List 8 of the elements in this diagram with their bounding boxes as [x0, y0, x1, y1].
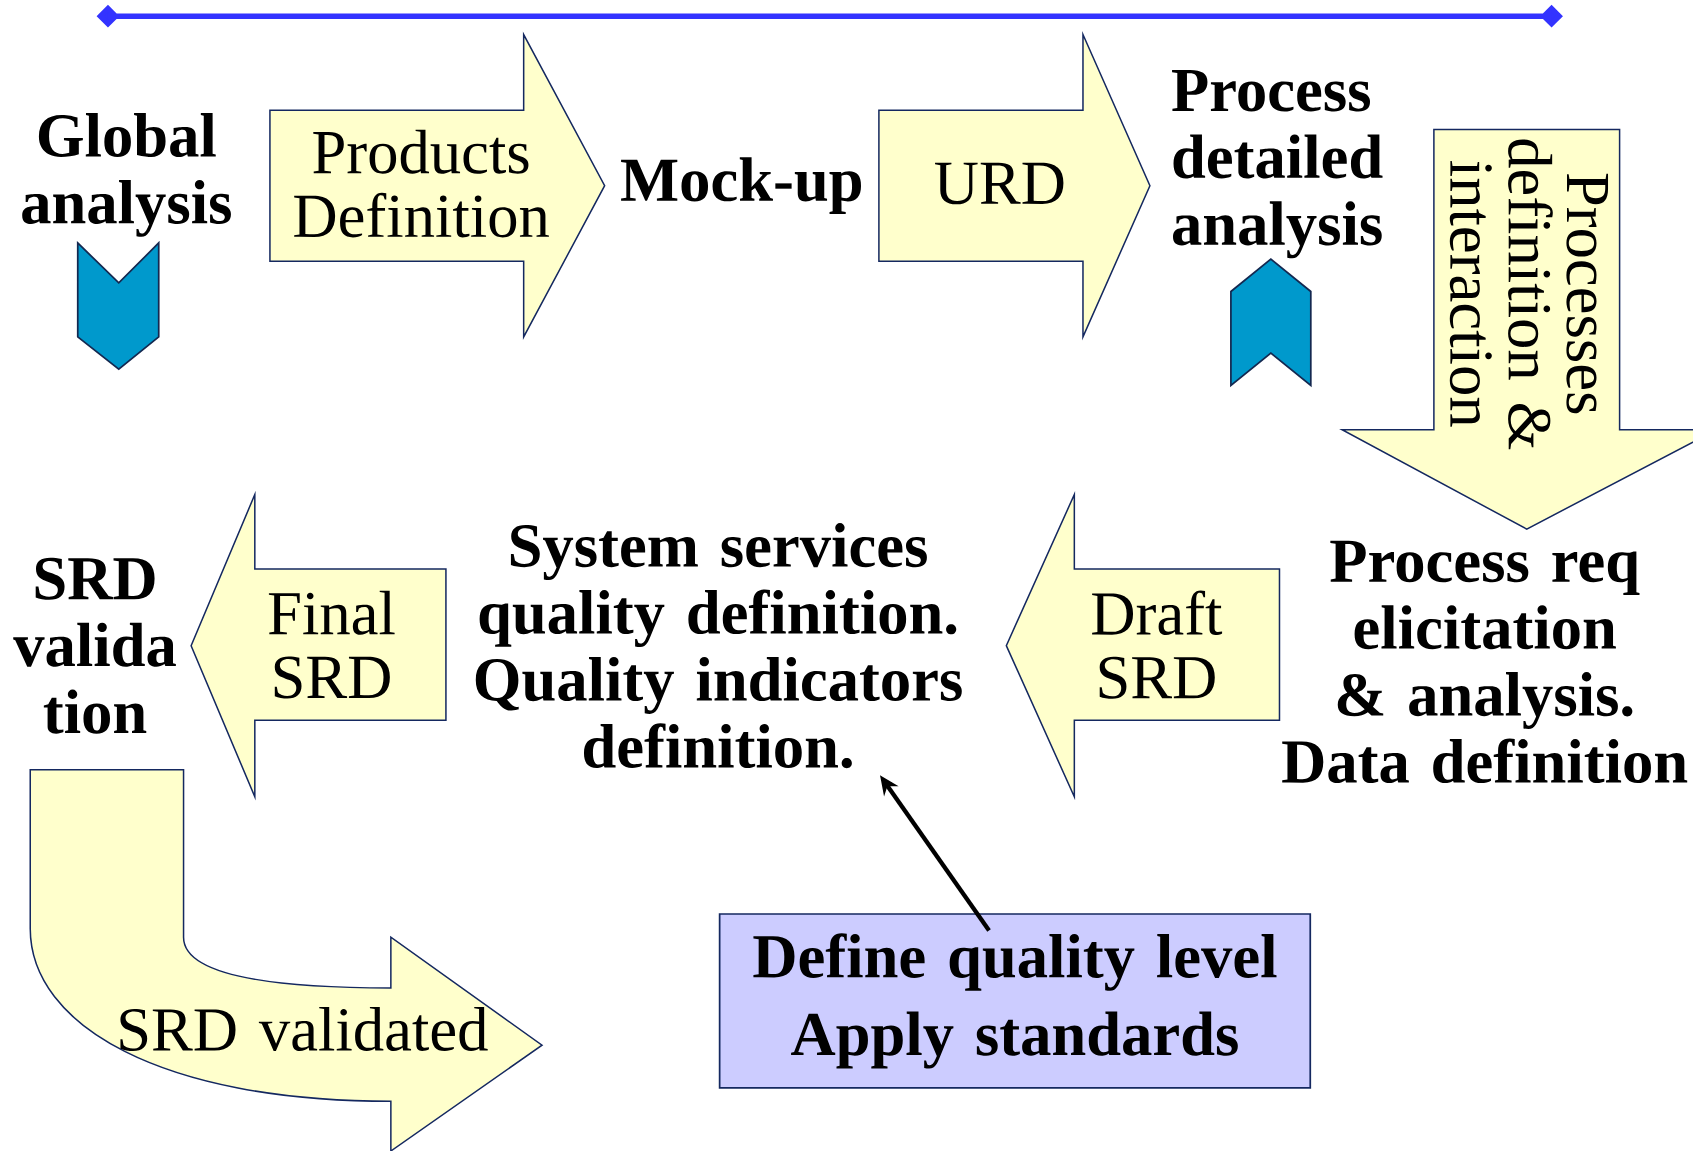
bold-label: System services quality definition. Quality indicators definition.: [475, 523, 962, 769]
bold-label: Global analysis: [22, 112, 231, 237]
chevron-marker: [1230, 258, 1312, 388]
bold-label: Process req elicitation & analysis. Data definition: [1282, 540, 1688, 784]
process-box: Define quality level Apply standards: [718, 913, 1312, 1089]
bold-label: SRD valida tion: [13, 557, 176, 734]
bold-label: Mock-up: [621, 157, 861, 215]
chevron-marker: [76, 240, 160, 371]
